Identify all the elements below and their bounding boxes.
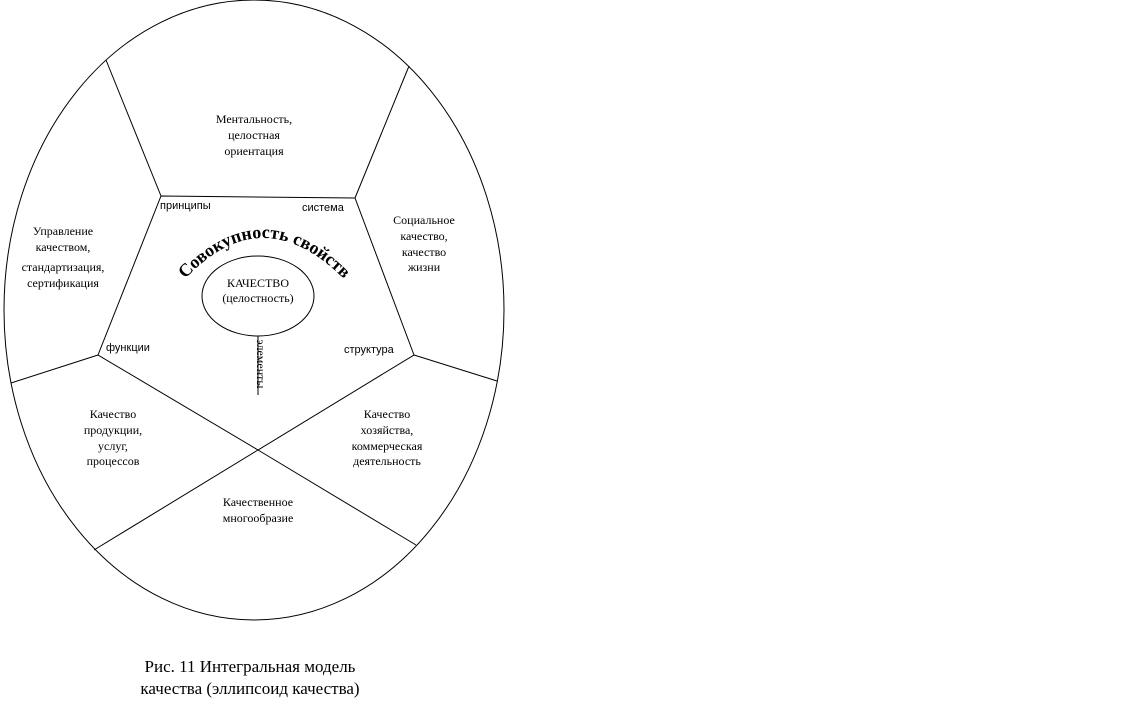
center-subtitle: (целостность)	[222, 291, 293, 305]
svg-text:сертификация: сертификация	[27, 276, 99, 290]
structure-label: структура	[344, 344, 395, 356]
svg-text:коммерческая: коммерческая	[352, 439, 423, 453]
svg-text:Качество: Качество	[364, 407, 411, 421]
divider-bottom-left	[93, 449, 259, 551]
svg-text:хозяйства,: хозяйства,	[361, 423, 414, 437]
divider-right	[413, 354, 498, 382]
svg-text:Ментальность,: Ментальность,	[216, 112, 292, 126]
system-label: система	[302, 202, 345, 214]
svg-text:качество: качество	[402, 245, 446, 259]
svg-text:жизни: жизни	[407, 260, 441, 274]
functions-label: функции	[106, 342, 150, 354]
sector-bottom-left-text: Качество продукции, услуг, процессов	[84, 407, 142, 468]
svg-text:качеством,: качеством,	[36, 240, 91, 254]
svg-text:качество,: качество,	[400, 229, 447, 243]
caption-line-2: качества (эллипсоид качества)	[140, 679, 360, 698]
principles-label: принципы	[160, 200, 211, 212]
elements-label: элементы	[254, 340, 268, 389]
svg-text:Качественное: Качественное	[223, 495, 293, 509]
arc-title: Совокупность свойств	[174, 222, 355, 282]
center-title: КАЧЕСТВО	[227, 276, 289, 290]
inner-pentagon	[97, 195, 415, 451]
divider-left	[10, 354, 99, 384]
divider-bottom-right	[257, 449, 417, 546]
svg-text:Управление: Управление	[33, 224, 93, 238]
svg-text:ориентация: ориентация	[224, 144, 284, 158]
sector-top-text: Ментальность, целостная ориентация	[216, 112, 292, 158]
svg-text:целостная: целостная	[228, 128, 280, 142]
svg-text:многообразие: многообразие	[223, 511, 294, 525]
svg-text:деятельность: деятельность	[353, 454, 421, 468]
divider-top-right	[354, 65, 410, 199]
sector-right-text: Социальное качество, качество жизни	[393, 213, 455, 274]
figure-caption: Рис. 11 Интегральная модель качества (эл…	[100, 656, 400, 700]
svg-text:Качество: Качество	[90, 407, 137, 421]
caption-line-1: Рис. 11 Интегральная модель	[144, 657, 356, 676]
svg-text:продукции,: продукции,	[84, 423, 142, 437]
svg-text:услуг,: услуг,	[98, 439, 128, 453]
svg-text:процессов: процессов	[87, 454, 140, 468]
svg-text:Социальное: Социальное	[393, 213, 455, 227]
sector-bottom-text: Качественное многообразие	[223, 495, 294, 525]
sector-bottom-right-text: Качество хозяйства, коммерческая деятель…	[352, 407, 423, 468]
outer-ellipse	[3, 0, 505, 621]
svg-text:стандартизация,: стандартизация,	[22, 260, 105, 274]
sector-left-text: Управление качеством, стандартизация, се…	[22, 224, 105, 290]
divider-top-left	[105, 59, 162, 197]
